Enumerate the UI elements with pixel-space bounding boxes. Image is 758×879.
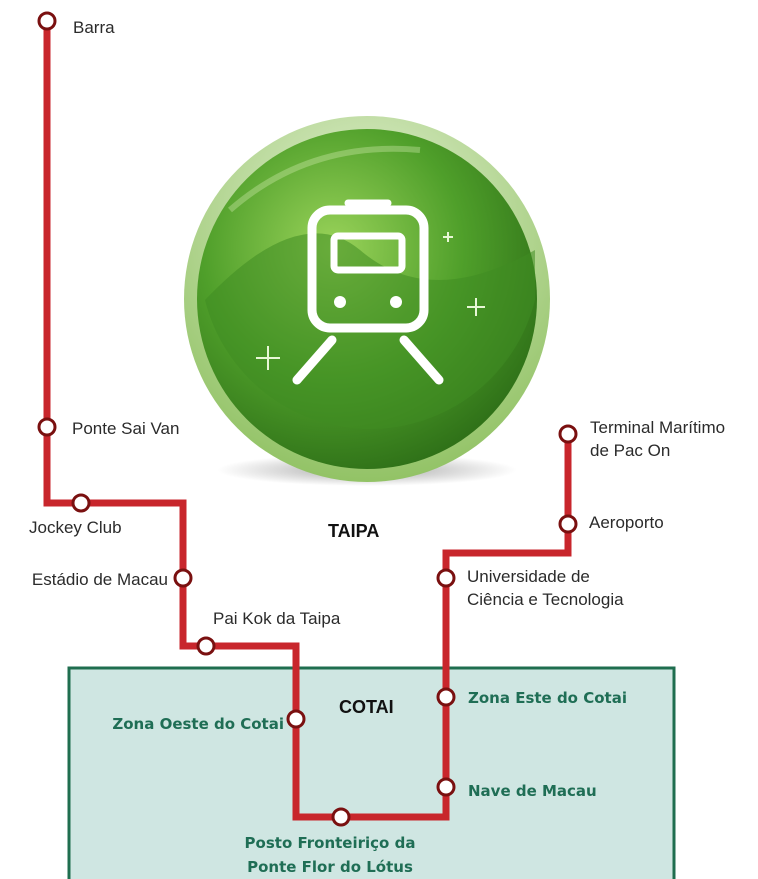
label-estadio-de-macau: Estádio de Macau [32, 570, 168, 589]
station-nave-de-macau[interactable] [436, 777, 456, 797]
area-label-taipa: TAIPA [328, 521, 379, 541]
station-zona-oeste-do-cotai[interactable] [286, 709, 306, 729]
station-estadio-de-macau[interactable] [173, 568, 193, 588]
area-label-cotai: COTAI [339, 697, 394, 717]
cotai-zone [67, 666, 676, 879]
label-pai-kok-da-taipa: Pai Kok da Taipa [213, 609, 341, 628]
station-zona-este-do-cotai[interactable] [436, 687, 456, 707]
label-ponte-sai-van: Ponte Sai Van [72, 419, 179, 438]
train-front-icon [292, 199, 444, 385]
label-universidade-1: Universidade de [467, 567, 590, 586]
station-pai-kok-da-taipa[interactable] [196, 636, 216, 656]
train-badge [184, 116, 550, 486]
station-posto-fronteirico[interactable] [331, 807, 351, 827]
station-barra[interactable] [37, 11, 57, 31]
label-posto-fronteirico-1: Posto Fronteiriço da [245, 834, 416, 852]
rail-line [43, 21, 572, 821]
label-posto-fronteirico-2: Ponte Flor do Lótus [247, 858, 413, 876]
label-zona-oeste-do-cotai: Zona Oeste do Cotai [112, 715, 284, 733]
label-jockey-club: Jockey Club [29, 518, 122, 537]
station-universidade[interactable] [436, 568, 456, 588]
label-nave-de-macau: Nave de Macau [468, 782, 597, 800]
label-zona-este-do-cotai: Zona Este do Cotai [468, 689, 627, 707]
label-barra: Barra [73, 18, 115, 37]
label-aeroporto: Aeroporto [589, 513, 664, 532]
sparkle-icon [256, 232, 485, 370]
label-terminal-maritimo-1: Terminal Marítimo [590, 418, 725, 437]
station-jockey-club[interactable] [71, 493, 91, 513]
label-terminal-maritimo-2: de Pac On [590, 441, 670, 460]
station-ponte-sai-van[interactable] [37, 417, 57, 437]
station-aeroporto[interactable] [558, 514, 578, 534]
label-universidade-2: Ciência e Tecnologia [467, 590, 624, 609]
station-terminal-maritimo[interactable] [558, 424, 578, 444]
